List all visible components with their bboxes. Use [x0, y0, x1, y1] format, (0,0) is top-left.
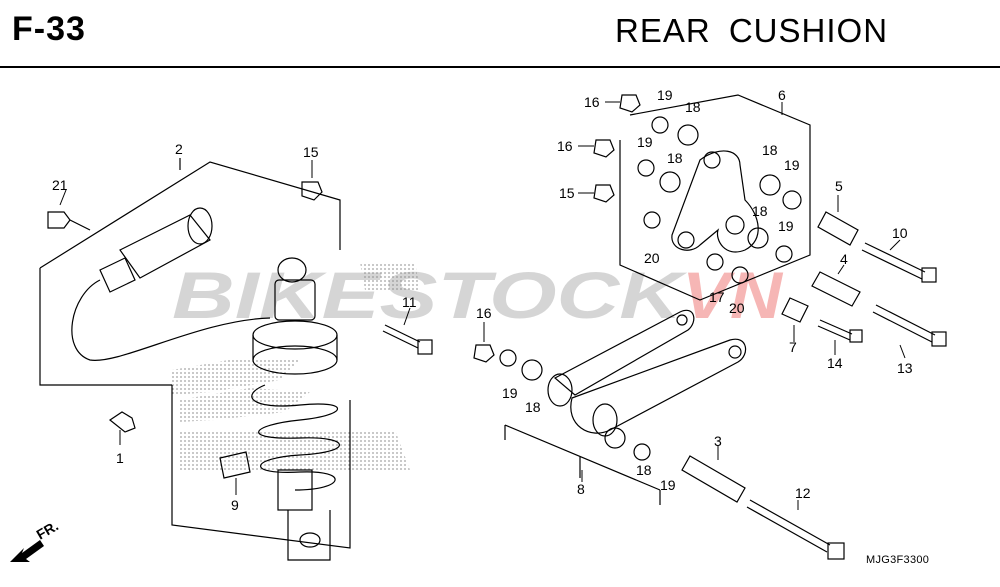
callout-18-c: 18 — [762, 142, 778, 158]
reservoir — [71, 207, 271, 361]
callout-16-lower: 16 — [476, 305, 492, 321]
group-frame-8 — [504, 424, 661, 505]
drawing-reference: MJG3F3300 — [866, 554, 930, 566]
callout-20-b: 20 — [729, 300, 745, 316]
leader-lines — [59, 101, 906, 510]
group-frame-left — [39, 161, 351, 549]
callout-17: 17 — [709, 289, 725, 305]
callout-19-f: 19 — [660, 477, 676, 493]
callout-7: 7 — [789, 339, 797, 355]
callout-19-a: 19 — [657, 87, 673, 103]
callout-19-b: 19 — [637, 134, 653, 150]
callout-18-b: 18 — [667, 150, 683, 166]
callout-5: 5 — [835, 178, 843, 194]
link-8 — [547, 309, 747, 437]
callout-16-top: 16 — [584, 94, 600, 110]
callout-4: 4 — [840, 251, 848, 267]
callout-1: 1 — [116, 450, 124, 466]
callout-6: 6 — [778, 87, 786, 103]
callout-13: 13 — [897, 360, 913, 376]
callout-labels: 1 2 3 4 5 6 7 8 9 10 11 12 13 14 15 15 1… — [52, 87, 913, 513]
nut-15-left — [301, 181, 323, 201]
nut-16-mid — [593, 139, 615, 158]
callout-3: 3 — [714, 433, 722, 449]
nut-16-top — [619, 94, 641, 113]
callout-18-d: 18 — [752, 203, 768, 219]
group-frame-top-right — [619, 94, 811, 301]
callout-11: 11 — [402, 294, 417, 310]
callout-15-right: 15 — [559, 185, 575, 201]
bearings-lower — [473, 344, 651, 461]
bolts-right — [746, 242, 947, 560]
section-code: F-33 — [12, 10, 86, 48]
callout-18-e: 18 — [525, 399, 541, 415]
bolt-21 — [47, 211, 91, 231]
front-direction-arrow-icon: FR. — [10, 517, 61, 562]
callout-15-left: 15 — [303, 144, 319, 160]
callout-19-e: 19 — [502, 385, 518, 401]
watermark-accent: VN — [682, 258, 783, 332]
callout-16-mid: 16 — [557, 138, 573, 154]
honda-wing-logo — [172, 262, 420, 470]
collars — [681, 211, 861, 503]
clip-1 — [108, 411, 136, 433]
section-title: REAR CUSHION — [615, 12, 889, 49]
callout-9: 9 — [231, 497, 239, 513]
bolt-11 — [382, 324, 433, 355]
header-divider — [0, 66, 1000, 68]
callout-19-c: 19 — [784, 157, 800, 173]
shock-absorber — [251, 257, 340, 561]
nut-15-right — [593, 184, 615, 203]
callout-21: 21 — [52, 177, 68, 193]
callout-10: 10 — [892, 225, 908, 241]
callout-2: 2 — [175, 141, 183, 157]
callout-12: 12 — [795, 485, 811, 501]
direction-label: FR. — [34, 517, 62, 542]
band-9 — [219, 451, 251, 479]
callout-18-f: 18 — [636, 462, 652, 478]
callout-20-a: 20 — [644, 250, 660, 266]
callout-18-a: 18 — [685, 99, 701, 115]
callout-14: 14 — [827, 355, 843, 371]
watermark: BIKESTOCK VN — [172, 258, 783, 332]
callout-8: 8 — [577, 481, 585, 497]
callout-19-d: 19 — [778, 218, 794, 234]
link-6 — [671, 150, 759, 253]
watermark-main: BIKESTOCK — [172, 258, 688, 332]
bearings-upper — [637, 116, 802, 284]
